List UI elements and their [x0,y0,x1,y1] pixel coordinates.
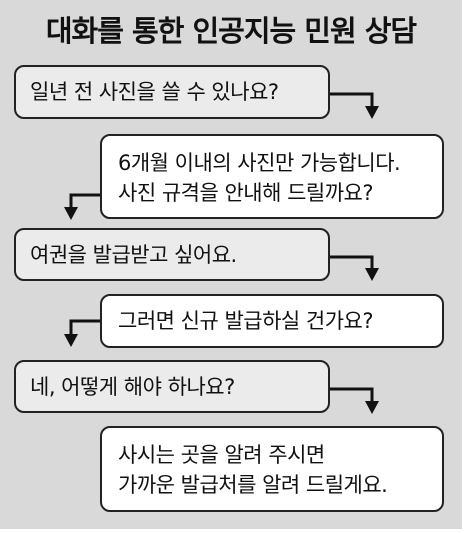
message-line: 일년 전 사진을 쓸 수 있나요? [30,80,279,104]
user-message-3: 네, 어떻게 해야 하나요? [14,360,330,413]
bot-message-3: 사시는 곳을 알려 주시면 가까운 발급처를 알려 드릴게요. [100,426,444,512]
arrowhead-down-icon [365,268,379,281]
arrow-connector-5 [330,387,374,403]
diagram-title: 대화를 통한 인공지능 민원 상담 [45,14,417,48]
message-line: 6개월 이내의 사진만 가능합니다. [118,151,401,175]
user-message-2: 여권을 발급받고 싶어요. [14,228,330,281]
arrow-connector-3 [330,255,374,270]
flow-arrows [64,92,379,414]
diagram-panel: 대화를 통한 인공지능 민원 상담 일년 전 사진을 쓸 수 있나요? 6개월 … [0,0,462,529]
bot-message-2: 그러면 신규 발급하실 건가요? [100,294,444,348]
arrow-connector-1 [330,92,374,108]
arrowhead-down-icon [365,401,379,414]
message-line: 그러면 신규 발급하실 건가요? [118,309,374,333]
message-line: 네, 어떻게 해야 하나요? [30,375,235,399]
message-line: 가까운 발급처를 알려 드릴게요. [118,473,388,497]
arrow-connector-4 [69,319,100,336]
user-message-1: 일년 전 사진을 쓸 수 있나요? [14,65,330,119]
arrowhead-down-icon [64,334,78,347]
arrowhead-down-icon [365,106,379,119]
arrow-connector-2 [69,193,100,209]
message-line: 사시는 곳을 알려 주시면 [118,443,325,467]
arrowhead-down-icon [64,207,78,220]
message-line: 여권을 발급받고 싶어요. [30,243,237,267]
bot-message-1: 6개월 이내의 사진만 가능합니다. 사진 규격을 안내해 드릴까요? [100,134,444,219]
message-line: 사진 규격을 안내해 드릴까요? [118,181,374,205]
